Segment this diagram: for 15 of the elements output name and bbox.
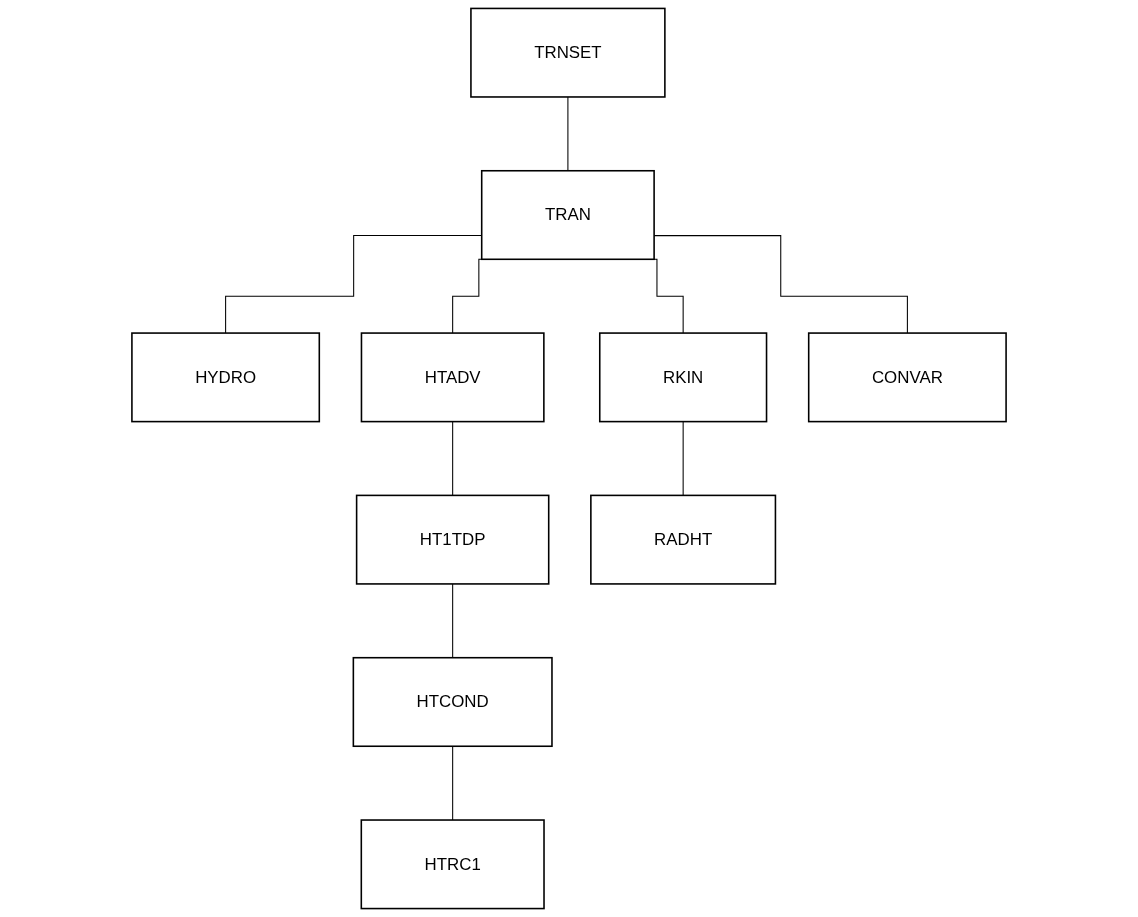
node-box: RADHT	[590, 494, 777, 585]
node-box: HT1TDP	[355, 494, 550, 585]
connector	[567, 96, 569, 172]
connector	[452, 745, 454, 821]
connector	[452, 583, 454, 659]
connector	[682, 421, 684, 496]
connector	[452, 421, 454, 496]
node-box: HTRC1	[360, 819, 545, 910]
node-box: TRNSET	[470, 7, 666, 98]
node-box: HTCOND	[352, 656, 553, 748]
node-box: RKIN	[598, 332, 768, 423]
node-box: CONVAR	[807, 332, 1007, 423]
node-box: HYDRO	[131, 332, 321, 423]
node-box: TRAN	[480, 169, 655, 261]
node-box: HTADV	[360, 332, 545, 423]
